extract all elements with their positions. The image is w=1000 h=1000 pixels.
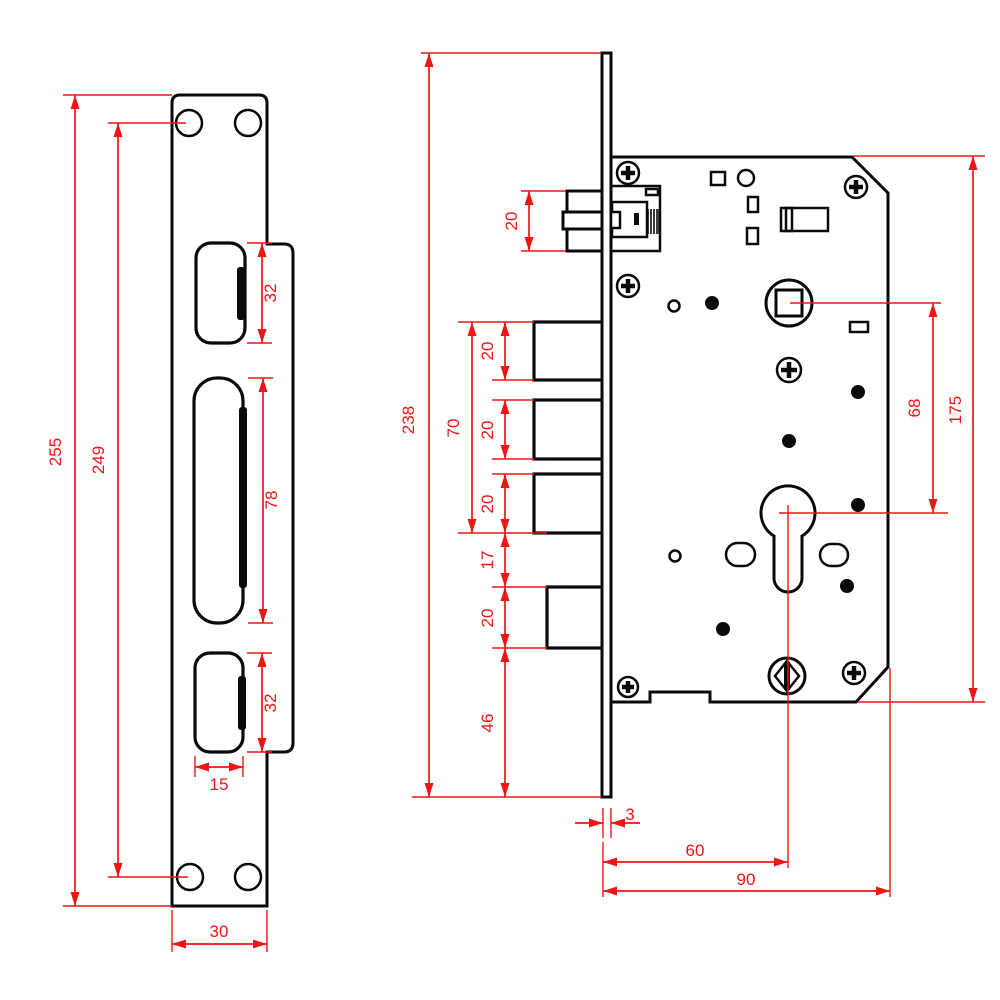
dim-overall-height-255: 255 <box>46 94 172 907</box>
latch-spring <box>647 209 660 234</box>
phillips-screw <box>616 675 640 699</box>
hook-bolt-2 <box>532 398 605 461</box>
dim-label-15: 15 <box>210 775 229 794</box>
bottom-slot-strike-edge <box>238 676 246 730</box>
strike-plate-view: 255 249 32 78 32 <box>46 93 295 952</box>
dim-bolt-span-70: 70 <box>444 322 477 533</box>
phillips-screw <box>615 160 641 186</box>
phillips-screw <box>775 356 803 384</box>
phillips-screw <box>615 273 641 299</box>
phillips-screw <box>843 174 869 200</box>
screw-hole-bottom-right <box>233 862 263 892</box>
rivet <box>851 385 865 399</box>
pin-hole <box>667 299 681 313</box>
oval-slot-right <box>818 542 850 568</box>
diamond-adjuster-screw <box>767 656 807 696</box>
top-slot-strike-edge <box>237 267 245 320</box>
dim-label-78: 78 <box>262 491 281 510</box>
dim-centers-68: 68 <box>779 302 948 514</box>
dim-plate-width-30: 30 <box>171 910 268 952</box>
rivet <box>705 296 719 310</box>
dim-label-46: 46 <box>478 714 497 733</box>
dim-faceplate-thickness-3: 3 <box>575 805 640 838</box>
dim-label-32-bottom: 32 <box>261 694 280 713</box>
dim-bottom-slot-32: 32 <box>247 652 280 753</box>
dim-slot-width-15: 15 <box>194 756 244 794</box>
dim-label-latch-20: 20 <box>502 212 521 231</box>
latch-bolt-tip <box>561 210 605 231</box>
dim-label-3: 3 <box>625 805 634 824</box>
dim-top-slot-32: 32 <box>247 242 280 344</box>
bottom-latch-slot <box>193 651 245 754</box>
deadbolt <box>545 585 605 650</box>
dim-faceplate-238: 238 <box>399 52 601 798</box>
dim-label-249: 249 <box>89 446 108 474</box>
rivet <box>716 622 730 636</box>
dim-body-height-175: 175 <box>853 155 985 703</box>
dim-center-slot-78: 78 <box>248 377 281 624</box>
pin-hole <box>668 549 682 563</box>
dim-bottom-46: 46 <box>478 648 510 797</box>
dim-label-17: 17 <box>478 551 497 570</box>
rivet <box>840 579 854 593</box>
center-slot-strike-edge <box>239 407 247 588</box>
dim-label-bolt1-20: 20 <box>478 342 497 361</box>
dim-bolt2-20: 20 <box>478 400 510 459</box>
dim-label-175: 175 <box>946 396 965 424</box>
dim-label-60: 60 <box>686 841 705 860</box>
small-rect-hole <box>745 226 760 246</box>
dim-label-68: 68 <box>905 399 924 418</box>
dim-label-70: 70 <box>444 419 463 438</box>
small-rect-hole <box>746 195 760 214</box>
dim-label-90: 90 <box>737 870 756 889</box>
hook-bolt-3 <box>532 472 605 535</box>
dim-screw-spacing-249: 249 <box>89 122 188 878</box>
dim-label-deadbolt-20: 20 <box>478 609 497 628</box>
screw-hole-top-right <box>233 108 263 138</box>
small-round-hole <box>736 168 756 188</box>
latch-mechanism <box>609 184 662 253</box>
dim-backset-60: 60 <box>602 505 789 897</box>
slider-block <box>779 206 830 233</box>
dim-gap-17: 17 <box>478 533 510 587</box>
rivet <box>782 434 796 448</box>
center-slot <box>192 376 245 625</box>
dim-bolt3-20: 20 <box>478 474 510 533</box>
dim-label-30: 30 <box>210 922 229 941</box>
dim-label-bolt2-20: 20 <box>478 421 497 440</box>
dim-bolt1-20: 20 <box>478 322 510 380</box>
rivet <box>851 498 865 512</box>
dim-label-238: 238 <box>399 406 418 434</box>
dim-latch-20: 20 <box>502 190 566 252</box>
hook-bolt-1 <box>532 320 605 382</box>
lock-case-outline <box>609 155 890 704</box>
dim-depth-90: 90 <box>603 668 891 897</box>
dim-label-255: 255 <box>46 438 65 466</box>
dim-label-bolt3-20: 20 <box>478 495 497 514</box>
dim-deadbolt-20: 20 <box>478 587 510 648</box>
phillips-screw <box>841 660 867 686</box>
lock-body-view: 20 238 70 20 20 <box>399 51 985 897</box>
dim-label-32-top: 32 <box>261 284 280 303</box>
oval-slot-left <box>724 541 757 568</box>
small-rect-hole <box>848 320 870 334</box>
small-square-hole <box>709 170 727 187</box>
